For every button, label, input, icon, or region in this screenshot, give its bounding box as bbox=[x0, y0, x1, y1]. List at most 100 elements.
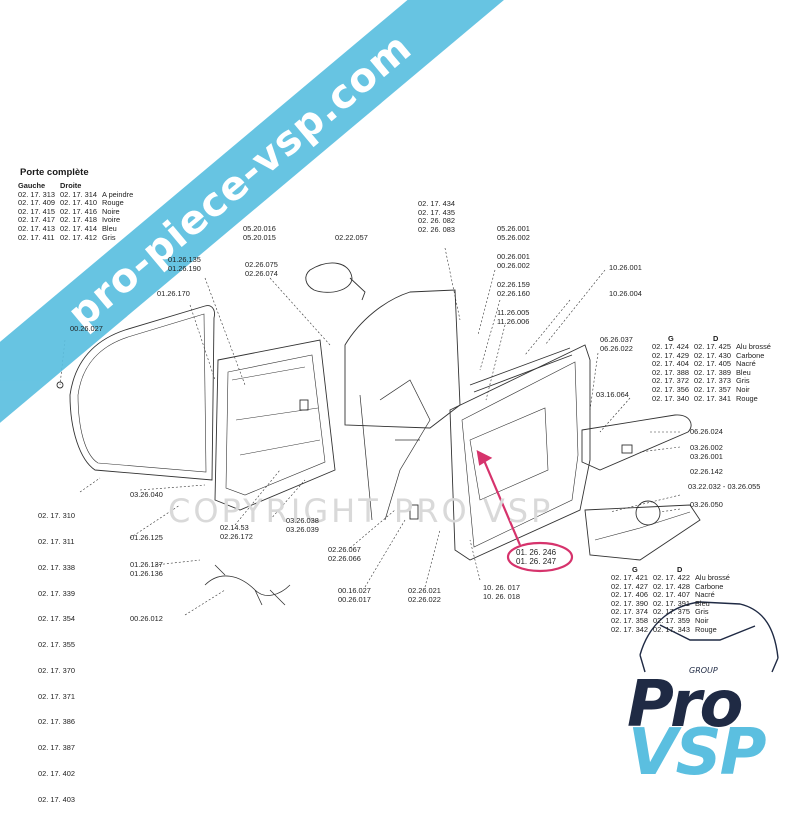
cell: Carbone bbox=[736, 350, 765, 360]
cell: Noire bbox=[102, 206, 120, 216]
cell: 02. 17. 404 bbox=[652, 359, 689, 369]
list-item: 02. 17. 371 bbox=[38, 691, 75, 701]
callout-label: 10.26.001 bbox=[609, 263, 642, 272]
table-row: 02. 17. 429 02. 17. 430 Carbone bbox=[652, 350, 776, 361]
cell: Rouge bbox=[102, 198, 124, 208]
cell: 02. 17. 373 bbox=[694, 376, 731, 386]
cell: Noir bbox=[695, 615, 709, 625]
cell: Nacré bbox=[695, 590, 715, 600]
list-item: 02. 17. 311 bbox=[38, 536, 75, 546]
callout-label: 00.26.012 bbox=[130, 614, 163, 623]
table-row: 02. 17. 342 02. 17. 343 Rouge bbox=[611, 624, 735, 635]
cell: 02. 17. 412 bbox=[60, 232, 97, 242]
cell: 02. 17. 314 bbox=[60, 189, 97, 199]
callout-label: 00.26.027 bbox=[70, 324, 103, 333]
cell: 02. 17. 388 bbox=[652, 367, 689, 377]
cell: 02. 17. 427 bbox=[611, 581, 648, 591]
cell: 02. 17. 313 bbox=[18, 189, 55, 199]
list-item: 02. 17. 387 bbox=[38, 743, 75, 753]
cell: 02. 17. 417 bbox=[18, 215, 55, 225]
cell: Bleu bbox=[102, 223, 117, 233]
callout-label: 01.26.125 bbox=[130, 533, 163, 542]
cell: Bleu bbox=[736, 367, 751, 377]
cell: 02. 17. 415 bbox=[18, 206, 55, 216]
list-item: 02. 17. 339 bbox=[38, 588, 75, 598]
callout-label: 01.26.170 bbox=[157, 289, 190, 298]
upper-table-header-g: G bbox=[668, 334, 674, 343]
cell: 02. 17. 407 bbox=[653, 590, 690, 600]
window-regulator bbox=[359, 379, 431, 521]
speaker bbox=[635, 500, 661, 526]
cell: Bleu bbox=[695, 598, 710, 608]
cell: Gris bbox=[736, 376, 750, 386]
callout-label: 06.26.024 bbox=[690, 427, 723, 436]
door-glass-left bbox=[69, 305, 215, 481]
cell: Nacré bbox=[736, 359, 756, 369]
callout-label: 03.16.064 bbox=[596, 390, 629, 399]
diagram-title: Porte complète bbox=[20, 167, 89, 178]
callout-label: 03.26.050 bbox=[690, 500, 723, 509]
list-item: 02. 17. 386 bbox=[38, 717, 75, 727]
header-gauche: Gauche bbox=[18, 181, 46, 190]
cell: 02. 17. 429 bbox=[652, 350, 689, 360]
cell: 02. 17. 343 bbox=[653, 624, 690, 634]
cell: Rouge bbox=[695, 624, 717, 634]
cell: 02. 17. 430 bbox=[694, 350, 731, 360]
door-pocket bbox=[584, 504, 701, 561]
list-item: 02. 17. 354 bbox=[38, 614, 75, 624]
side-part-list: 02. 17. 310 02. 17. 311 02. 17. 338 02. … bbox=[38, 495, 75, 813]
cell: 02. 17. 341 bbox=[694, 393, 731, 403]
cell: 02. 17. 340 bbox=[652, 393, 689, 403]
door-shell bbox=[449, 344, 591, 561]
mirror bbox=[305, 262, 353, 293]
cell: 02. 17. 406 bbox=[611, 590, 648, 600]
table-row: 02. 17. 415 02. 17. 416 Noire bbox=[18, 206, 138, 217]
cell: 02. 17. 391 bbox=[653, 598, 690, 608]
cell: Ivoire bbox=[102, 215, 121, 225]
cell: 02. 17. 405 bbox=[694, 359, 731, 369]
cell: A peindre bbox=[102, 189, 134, 199]
cell: Gris bbox=[695, 607, 709, 617]
cell: 02. 17. 411 bbox=[18, 232, 55, 242]
callout-label: 03.26.040 bbox=[130, 490, 163, 499]
cell: 02. 17. 428 bbox=[653, 581, 690, 591]
cell: 02. 17. 356 bbox=[652, 384, 689, 394]
lower-table-header-d: D bbox=[677, 565, 683, 574]
cell: 02. 17. 416 bbox=[60, 206, 97, 216]
cell: 02. 17. 342 bbox=[611, 624, 648, 634]
cell: 02. 17. 374 bbox=[611, 607, 648, 617]
cell: 02. 17. 389 bbox=[694, 367, 731, 377]
copyright-watermark: COPYRIGHT PRO VSP bbox=[168, 492, 554, 530]
cell: 02. 17. 421 bbox=[611, 573, 648, 582]
callout-label: 02.22.057 bbox=[335, 233, 368, 242]
list-item: 02. 17. 370 bbox=[38, 665, 75, 675]
callout-label: 02.26.142 bbox=[690, 467, 723, 476]
list-item: 02. 17. 403 bbox=[38, 794, 75, 804]
cell: 02. 17. 422 bbox=[653, 573, 690, 582]
